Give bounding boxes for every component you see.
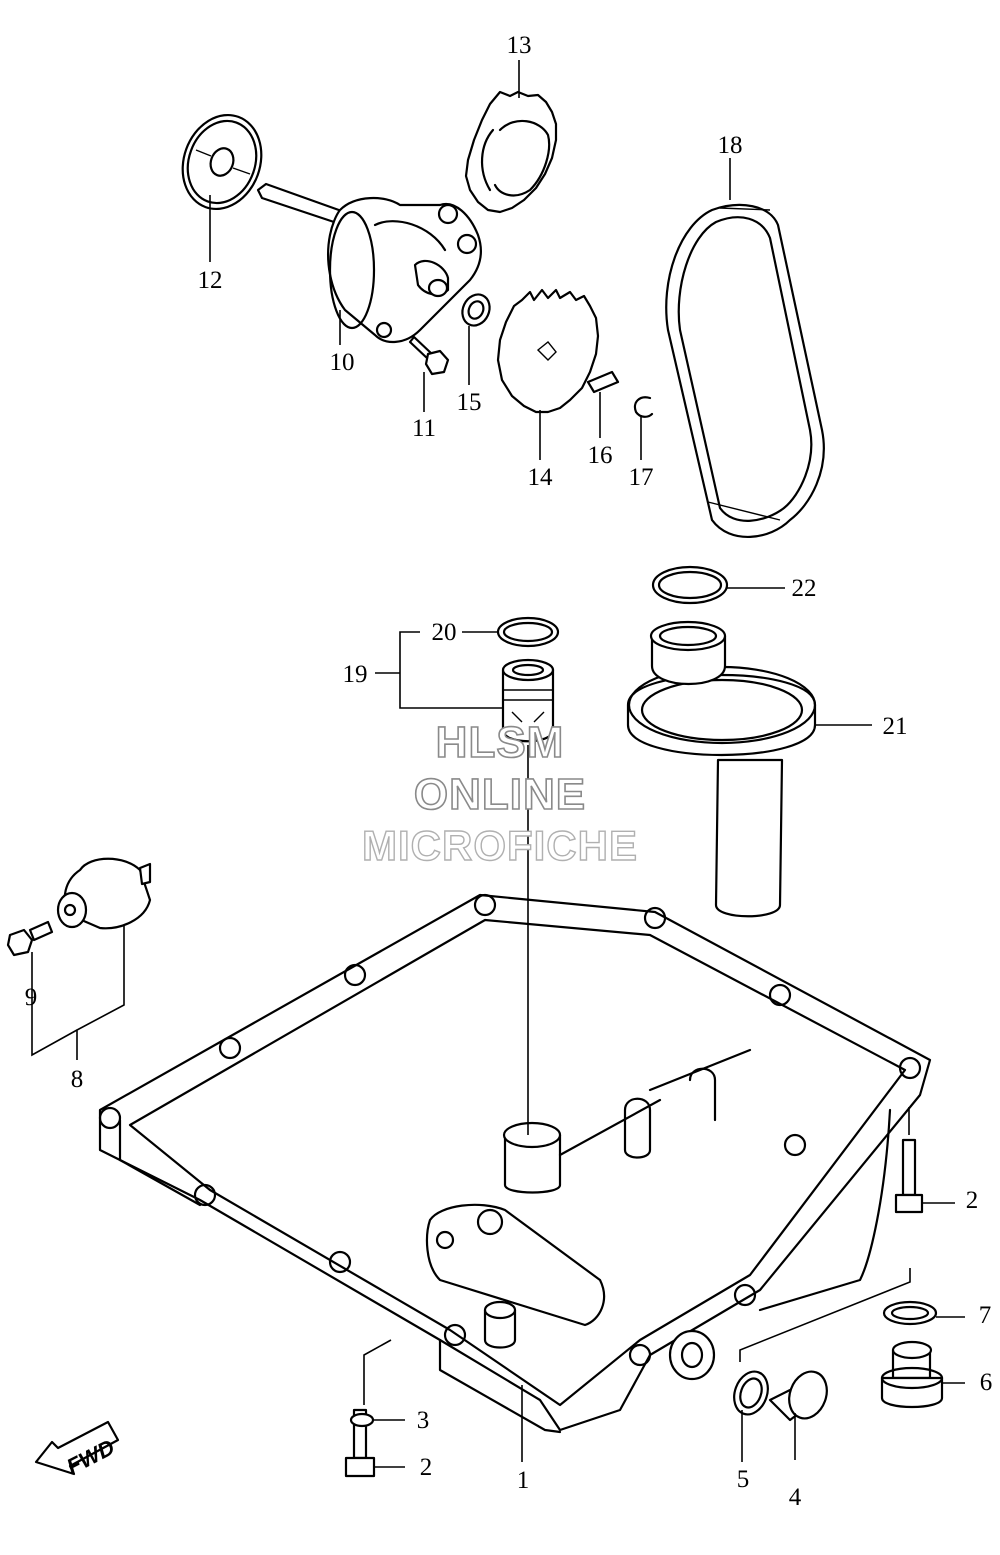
callout-9: 9 (25, 984, 38, 1011)
callout-17: 17 (629, 464, 654, 491)
part-3-washer (349, 1412, 375, 1428)
part-19-pipe (501, 658, 555, 743)
part-17-circlip (633, 396, 654, 418)
part-12-gasket (181, 113, 263, 211)
callout-7: 7 (979, 1302, 992, 1329)
callout-5: 5 (737, 1466, 750, 1493)
leader-lines (31, 60, 965, 1468)
callout-numbers: 13 12 10 11 15 14 16 17 18 22 20 19 21 9… (25, 32, 993, 1511)
callout-20: 20 (432, 619, 457, 646)
part-8-switch (56, 857, 152, 930)
part-2-bolt-upper (894, 1138, 924, 1214)
part-4-drain-plug (768, 1370, 828, 1422)
part-1-oil-pan (98, 893, 932, 1434)
part-15-washer (461, 293, 491, 327)
callout-2-lower: 2 (420, 1454, 433, 1481)
callout-6: 6 (980, 1369, 993, 1396)
callout-18: 18 (718, 132, 743, 159)
part-13-sprocket (464, 90, 558, 214)
part-20-o-ring (496, 616, 560, 648)
part-18-chain (665, 203, 825, 538)
callout-15: 15 (457, 389, 482, 416)
part-11-bolt (408, 335, 450, 376)
callout-13: 13 (507, 32, 532, 59)
part-16-pin (586, 370, 620, 394)
part-7-washer (882, 1300, 938, 1326)
callout-11: 11 (412, 415, 436, 442)
part-9-bolt (6, 920, 54, 957)
callout-12: 12 (198, 267, 223, 294)
watermark-line-1: HLSM (435, 717, 565, 768)
callout-1: 1 (517, 1467, 530, 1494)
watermark-line-3: MICROFICHE (361, 821, 638, 869)
part-6-plug (880, 1340, 944, 1409)
part-22-o-ring (651, 565, 729, 605)
watermark-line-2: ONLINE (413, 769, 587, 820)
callout-22: 22 (792, 575, 817, 602)
callout-21: 21 (883, 713, 908, 740)
callout-2-upper: 2 (966, 1187, 979, 1214)
callout-19: 19 (343, 661, 368, 688)
part-5-washer (733, 1370, 769, 1416)
callout-14: 14 (528, 464, 554, 491)
callout-8: 8 (71, 1066, 84, 1093)
callout-3: 3 (417, 1407, 430, 1434)
fwd-arrow-icon: FWD (34, 1420, 120, 1479)
callout-16: 16 (588, 442, 613, 469)
part-14-gear (496, 288, 600, 414)
part-21-strainer (626, 620, 817, 918)
part-10-oil-pump (256, 182, 482, 343)
callout-4: 4 (789, 1484, 802, 1511)
callout-10: 10 (330, 349, 355, 376)
